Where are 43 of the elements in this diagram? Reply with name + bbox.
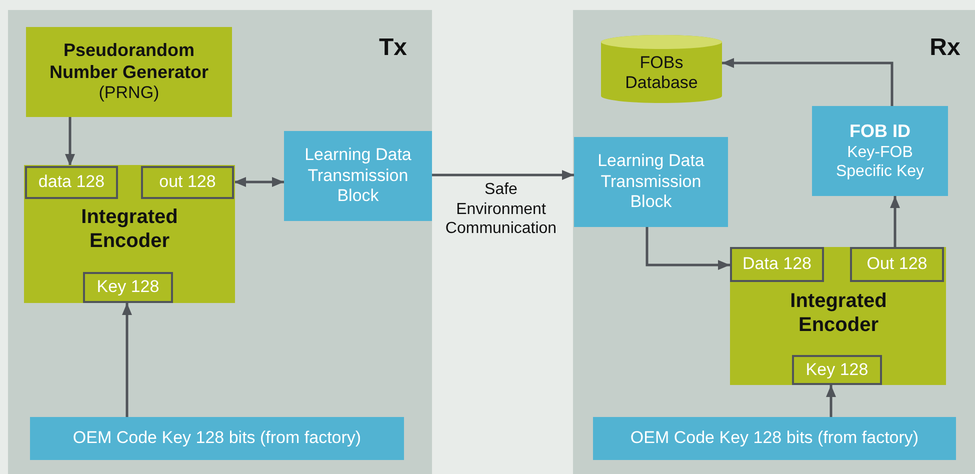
block-label: data 128 [38,172,105,193]
heading: Tx [378,34,408,63]
arrow [65,117,75,166]
process-block [284,131,432,221]
block-label: Out 128 [866,254,928,275]
process-block [730,247,946,385]
process-block [593,417,956,460]
process-block [812,106,948,196]
heading: Integrated Encoder [80,205,179,253]
port-box [141,166,234,199]
block-label: Learning Data Transmission Block [596,151,706,213]
port-box [25,166,118,199]
block-label: Key-FOB Specific Key [834,142,926,181]
port-box [850,247,944,282]
block-label: Learning Data Transmission Block [304,145,412,207]
heading: Rx [928,34,962,63]
arrow [234,177,284,187]
process-block [26,27,232,117]
port-box [792,355,882,385]
block-label: Key 128 [806,360,868,380]
process-block [30,417,404,460]
block-label: out 128 [159,172,216,193]
arrow [432,170,574,180]
process-block [574,137,728,227]
port-box [83,272,173,303]
arrow [646,227,730,270]
block-label: (PRNG) [98,83,160,104]
arrow [890,196,900,247]
block-label: Data 128 [742,254,812,275]
block-label: OEM Code Key 128 bits (from factory) [630,428,919,449]
system-panel [573,10,975,474]
block-label: FOBs Database [624,52,699,94]
block-label: Key 128 [96,277,160,298]
arrow [826,385,836,417]
port-box [730,247,824,282]
process-block [24,165,235,303]
arrow [722,58,894,106]
heading: Integrated Encoder [789,289,888,337]
block-label: FOB ID [850,121,910,143]
arrow [122,303,132,417]
system-panel [8,10,432,474]
block-label: OEM Code Key 128 bits (from factory) [72,428,362,449]
block-label: Pseudorandom Number Generator [48,40,210,84]
